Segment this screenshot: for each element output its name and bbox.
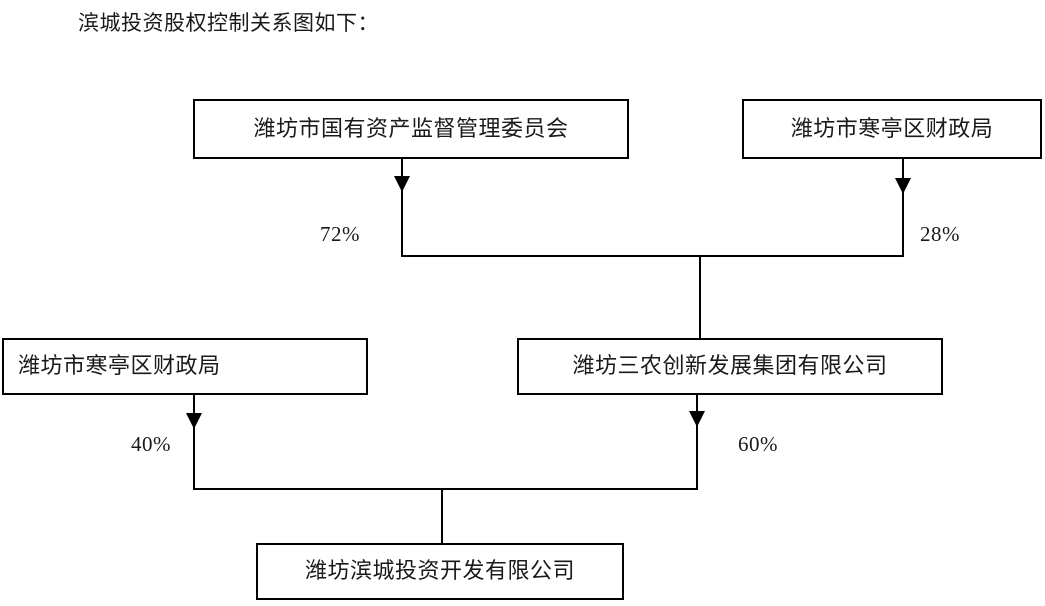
- node-hanting-finance-bureau-top: 潍坊市寒亭区财政局: [742, 99, 1042, 159]
- edge-line-finance-top-down: [902, 158, 904, 257]
- node-weifang-sannong-group: 潍坊三农创新发展集团有限公司: [517, 338, 943, 395]
- diagram-caption: 滨城投资股权控制关系图如下：: [78, 11, 379, 35]
- edge-line-to-bincheng: [441, 488, 443, 545]
- arrow-down-icon-sannong: [689, 411, 705, 427]
- edge-line-to-sannong: [699, 255, 701, 340]
- arrow-down-icon-finance-mid: [186, 413, 202, 429]
- arrow-down-icon-finance-top: [895, 178, 911, 194]
- edge-label-72-percent: 72%: [320, 222, 360, 246]
- node-weifang-bincheng-investment: 潍坊滨城投资开发有限公司: [256, 543, 624, 600]
- edge-label-40-percent: 40%: [131, 432, 171, 456]
- edge-line-finance-mid-down: [193, 394, 195, 490]
- arrow-down-icon-sasac: [394, 176, 410, 192]
- edge-label-60-percent: 60%: [738, 432, 778, 456]
- node-hanting-finance-bureau-mid: 潍坊市寒亭区财政局: [2, 338, 368, 395]
- edge-bus-upper: [401, 255, 904, 257]
- edge-bus-lower: [193, 488, 698, 490]
- node-weifang-sasac: 潍坊市国有资产监督管理委员会: [193, 99, 629, 159]
- edge-line-sannong-down: [696, 394, 698, 490]
- edge-line-sasac-down: [401, 158, 403, 257]
- edge-label-28-percent: 28%: [920, 222, 960, 246]
